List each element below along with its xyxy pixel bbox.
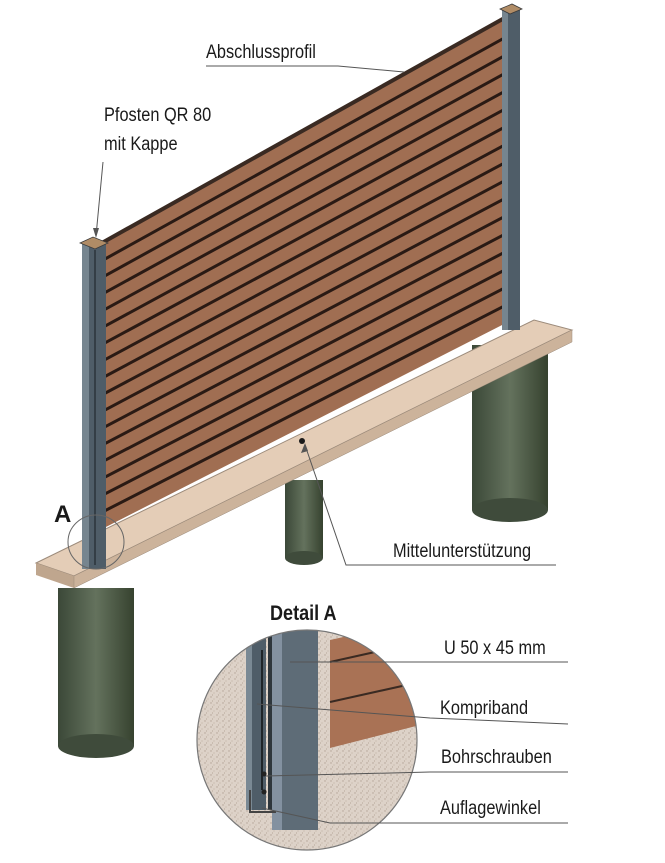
label-pfosten-line1: Pfosten QR 80 xyxy=(104,105,212,126)
slat-gap-line xyxy=(100,231,508,448)
abschlussprofil-rail xyxy=(99,14,509,246)
label-mittelunterstuetzung: Mittelunterstützung xyxy=(393,541,532,562)
label-abschlussprofil: Abschlussprofil xyxy=(206,42,316,63)
label-pfosten-line2: mit Kappe xyxy=(104,134,178,155)
slat-gap-line xyxy=(100,302,508,515)
foundation-left xyxy=(58,588,134,758)
post-right xyxy=(499,3,523,330)
detail-a-view xyxy=(196,629,418,851)
label-u-profil: U 50 x 45 mm xyxy=(444,638,546,659)
detail-a-marker-circle xyxy=(67,514,125,570)
slat-gap-line xyxy=(100,34,508,264)
label-kompriband: Kompriband xyxy=(440,698,529,719)
slat-gap-line xyxy=(100,213,508,431)
leader-bohrschrauben xyxy=(265,771,568,777)
slat-gap-line xyxy=(100,88,508,314)
label-marker-a: A xyxy=(54,501,72,528)
slat-gap-line xyxy=(100,123,508,347)
slat-gap-line xyxy=(100,284,508,498)
label-bohrschrauben: Bohrschrauben xyxy=(441,747,552,768)
leader-abschlussprofil xyxy=(206,65,405,73)
slat-gap-line xyxy=(100,52,508,280)
slat-gap-line xyxy=(100,195,508,414)
slat-gap-line xyxy=(100,267,508,482)
foundation-middle xyxy=(285,480,323,565)
label-detail-title: Detail A xyxy=(270,602,337,625)
slat-gap-line xyxy=(100,177,508,398)
slat-gap-line xyxy=(100,141,508,364)
leader-kompriband xyxy=(256,703,569,725)
label-auflagewinkel: Auflagewinkel xyxy=(440,798,541,819)
fence-panel xyxy=(100,18,508,530)
slat-gap-line xyxy=(100,249,508,465)
mittelunterstuetzung-point xyxy=(299,438,305,444)
slat-gap-line xyxy=(100,70,508,297)
leader-pfosten xyxy=(95,161,104,237)
leader-auflagewinkel xyxy=(261,807,568,824)
leader-mittelunterstuetzung xyxy=(304,444,556,566)
slat-gap-line xyxy=(100,159,508,381)
slat-gap-line xyxy=(100,106,508,331)
post-left xyxy=(78,236,110,569)
